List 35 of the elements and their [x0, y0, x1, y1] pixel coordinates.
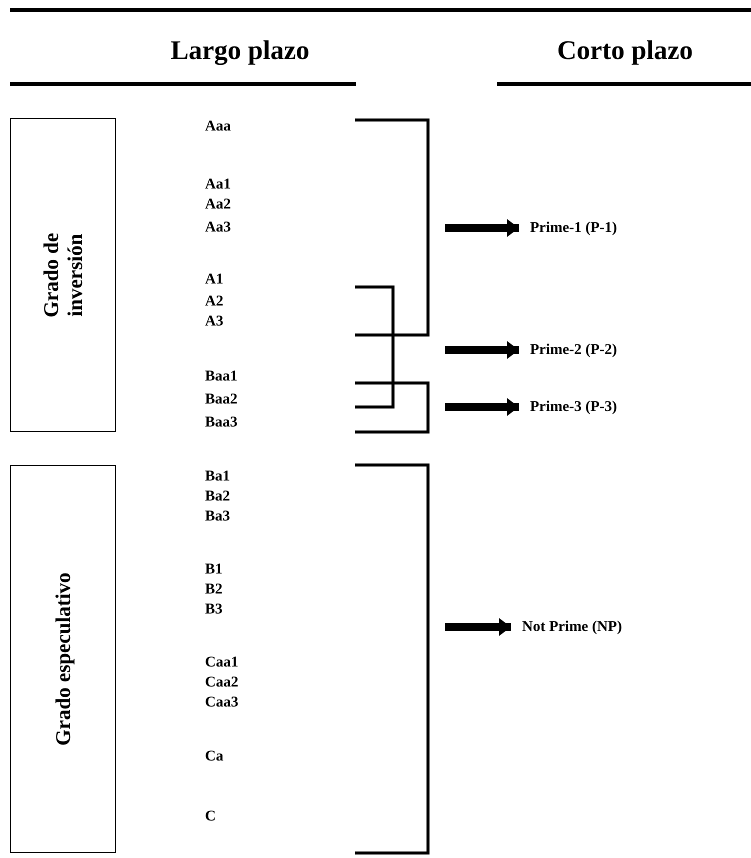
rating-result: Prime-3 (P-3): [530, 395, 618, 419]
rating-label: Aa1: [205, 178, 231, 192]
rating-label: Ba1: [205, 470, 230, 484]
arrow: [445, 341, 519, 359]
rating-label: B3: [205, 602, 223, 618]
rating-label: B1: [205, 562, 223, 578]
rating-label: Ba2: [205, 490, 230, 504]
rating-label: A2: [205, 294, 224, 310]
rating-label: Aa2: [205, 198, 231, 212]
rating-label: Caa3: [205, 696, 238, 710]
arrow: [445, 398, 519, 416]
category-box: [10, 465, 116, 853]
rating-label: B2: [205, 582, 223, 598]
rating-label: Ca: [205, 750, 224, 764]
rating-label: Aa3: [205, 220, 231, 236]
category-label: Grado de inversión: [38, 232, 88, 320]
category-label: Grado especulativo: [50, 571, 76, 748]
column-heading: Corto plazo: [557, 34, 693, 67]
rating-label: Baa1: [205, 370, 238, 384]
arrow: [445, 219, 519, 237]
arrow: [445, 618, 511, 636]
rating-label: A1: [205, 272, 224, 288]
rating-label: Caa2: [205, 676, 238, 690]
rating-result: Prime-1 (P-1): [530, 216, 618, 240]
rating-label: Baa3: [205, 416, 238, 430]
rating-label: Ba3: [205, 510, 230, 524]
rating-label: Baa2: [205, 392, 238, 408]
rating-label: Caa1: [205, 656, 238, 670]
rating-result: Not Prime (NP): [522, 615, 622, 639]
rating-result: Prime-2 (P-2): [530, 338, 618, 362]
rating-label: C: [205, 810, 216, 824]
category-box: [10, 118, 116, 432]
rating-label: Aaa: [205, 120, 231, 134]
rating-label: A3: [205, 314, 224, 330]
column-heading: Largo plazo: [170, 34, 310, 67]
